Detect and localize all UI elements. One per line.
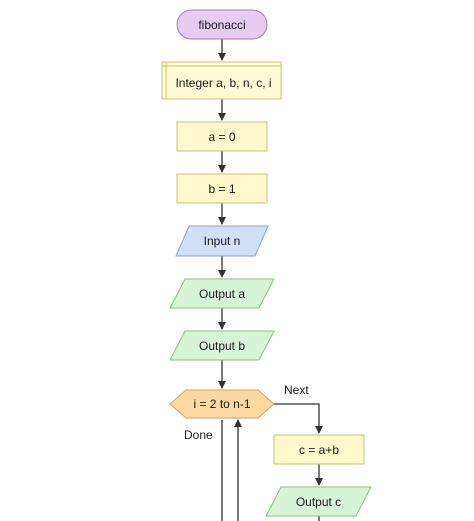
assign-a-node	[176, 121, 268, 152]
output-c-node	[265, 486, 372, 517]
assign-c-node	[273, 434, 365, 465]
connectors	[218, 39, 323, 521]
output-b-node	[169, 330, 275, 361]
terminal-start-node	[176, 9, 268, 40]
output-a-node	[169, 278, 275, 309]
assign-b-node	[176, 173, 268, 204]
declare-node	[161, 61, 282, 100]
loop-node	[169, 389, 275, 419]
edge-loop-next	[274, 403, 323, 434]
edge-label-done: Done	[184, 428, 213, 442]
edge-label-next: Next	[284, 383, 309, 397]
input-n-node	[175, 225, 269, 257]
